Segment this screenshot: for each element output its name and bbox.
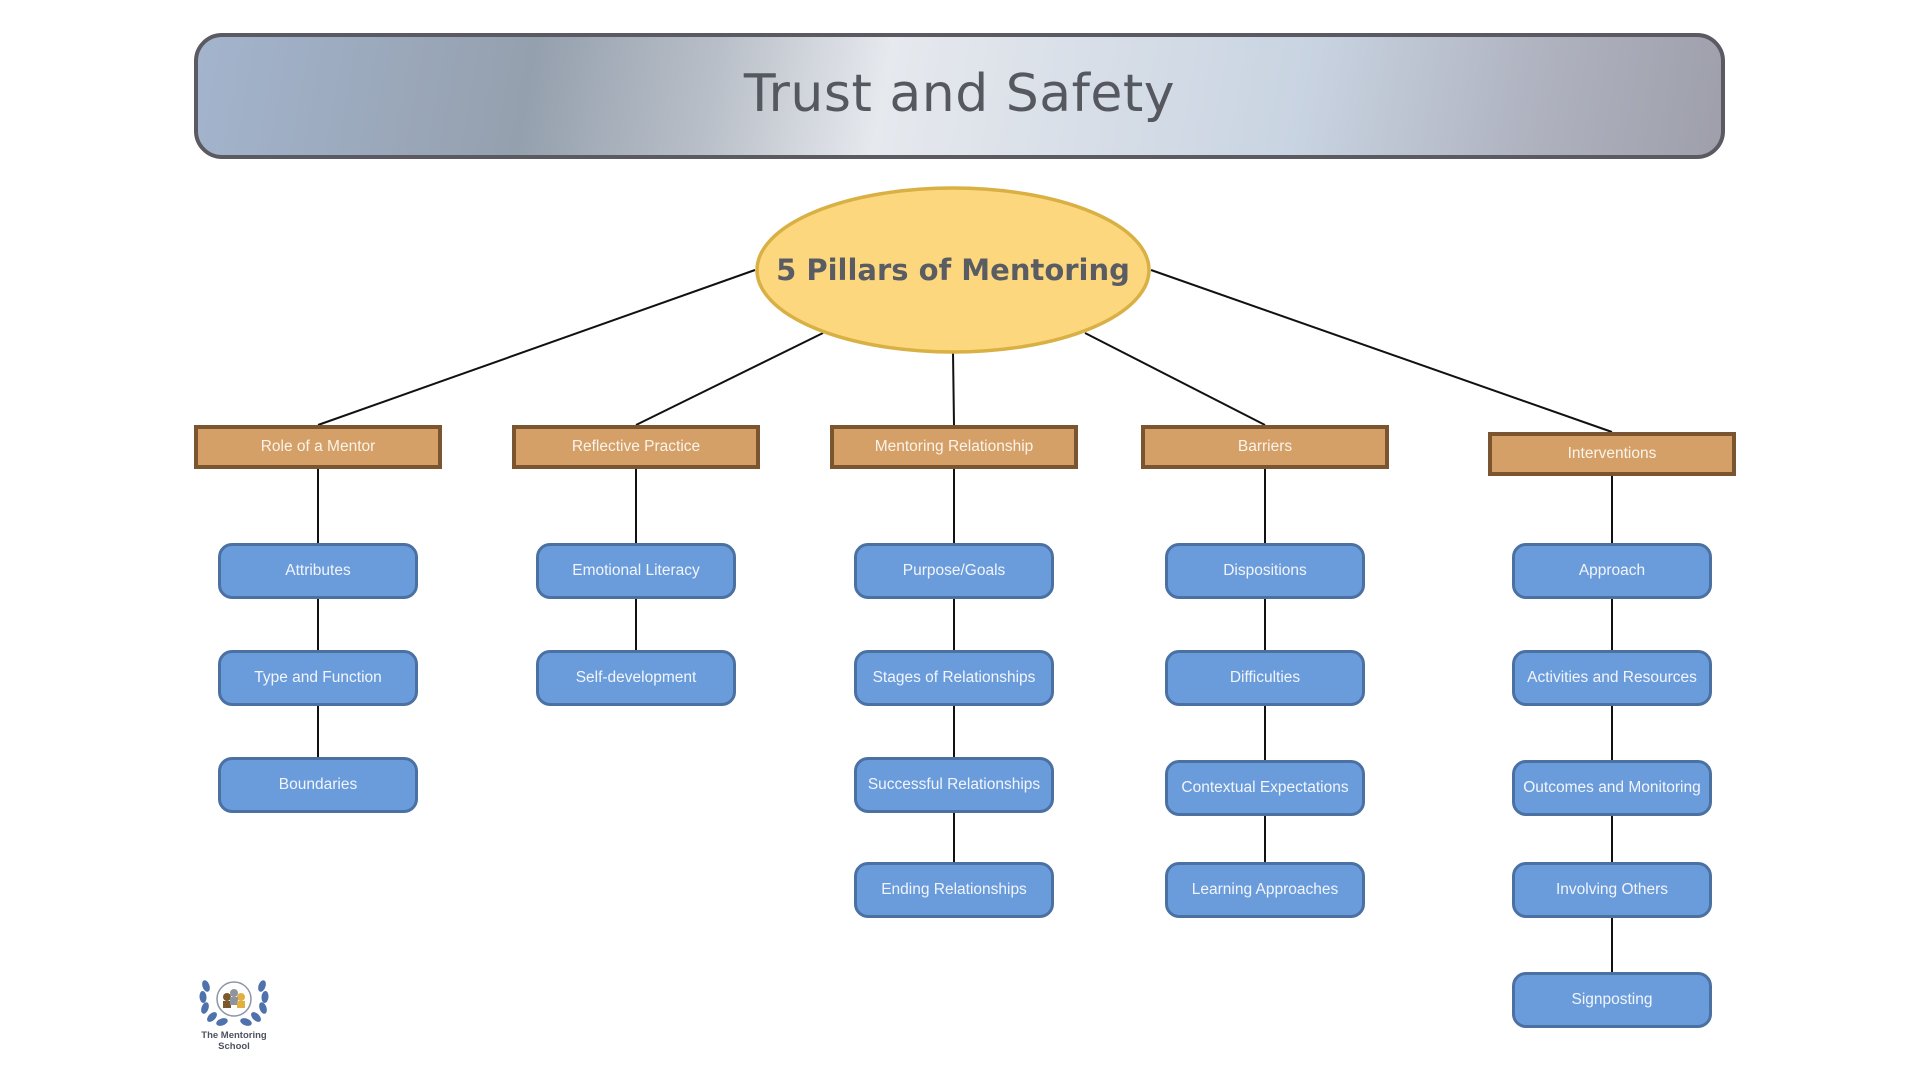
root-to-pillar-connector [1084, 332, 1266, 426]
topic-node[interactable]: Learning Approaches [1165, 862, 1365, 918]
topic-node[interactable]: Dispositions [1165, 543, 1365, 599]
topic-node[interactable]: Attributes [218, 543, 418, 599]
topic-node[interactable]: Approach [1512, 543, 1712, 599]
topic-node[interactable]: Outcomes and Monitoring [1512, 760, 1712, 816]
root-to-pillar-connector [635, 332, 824, 426]
topic-node[interactable]: Type and Function [218, 650, 418, 706]
laurel-wreath-logo-icon [199, 980, 269, 1026]
logo-line-1: The Mentoring [201, 1030, 267, 1041]
pillar-node[interactable]: Interventions [1488, 432, 1736, 476]
topic-node[interactable]: Ending Relationships [854, 862, 1054, 918]
logo-text: The Mentoring School [190, 1030, 278, 1052]
topic-node[interactable]: Stages of Relationships [854, 650, 1054, 706]
logo-line-2: School [218, 1041, 250, 1052]
page-title: Trust and Safety [743, 64, 1176, 124]
topic-node[interactable]: Emotional Literacy [536, 543, 736, 599]
topic-node[interactable]: Contextual Expectations [1165, 760, 1365, 816]
topic-node[interactable]: Self-development [536, 650, 736, 706]
topic-node[interactable]: Boundaries [218, 757, 418, 813]
topic-node[interactable]: Purpose/Goals [854, 543, 1054, 599]
root-to-pillar-connector [952, 351, 955, 426]
title-banner: Trust and Safety [194, 33, 1725, 159]
pillar-node[interactable]: Role of a Mentor [194, 425, 442, 469]
topic-node[interactable]: Signposting [1512, 972, 1712, 1028]
root-to-pillar-connector [317, 269, 756, 426]
pillar-node[interactable]: Barriers [1141, 425, 1389, 469]
pillar-node[interactable]: Mentoring Relationship [830, 425, 1078, 469]
topic-node[interactable]: Difficulties [1165, 650, 1365, 706]
pillar-node[interactable]: Reflective Practice [512, 425, 760, 469]
topic-node[interactable]: Activities and Resources [1512, 650, 1712, 706]
root-node-ellipse [755, 186, 1151, 354]
root-to-pillar-connector [1150, 269, 1613, 433]
topic-node[interactable]: Successful Relationships [854, 757, 1054, 813]
root-node-label: 5 Pillars of Mentoring [776, 253, 1130, 287]
topic-node[interactable]: Involving Others [1512, 862, 1712, 918]
